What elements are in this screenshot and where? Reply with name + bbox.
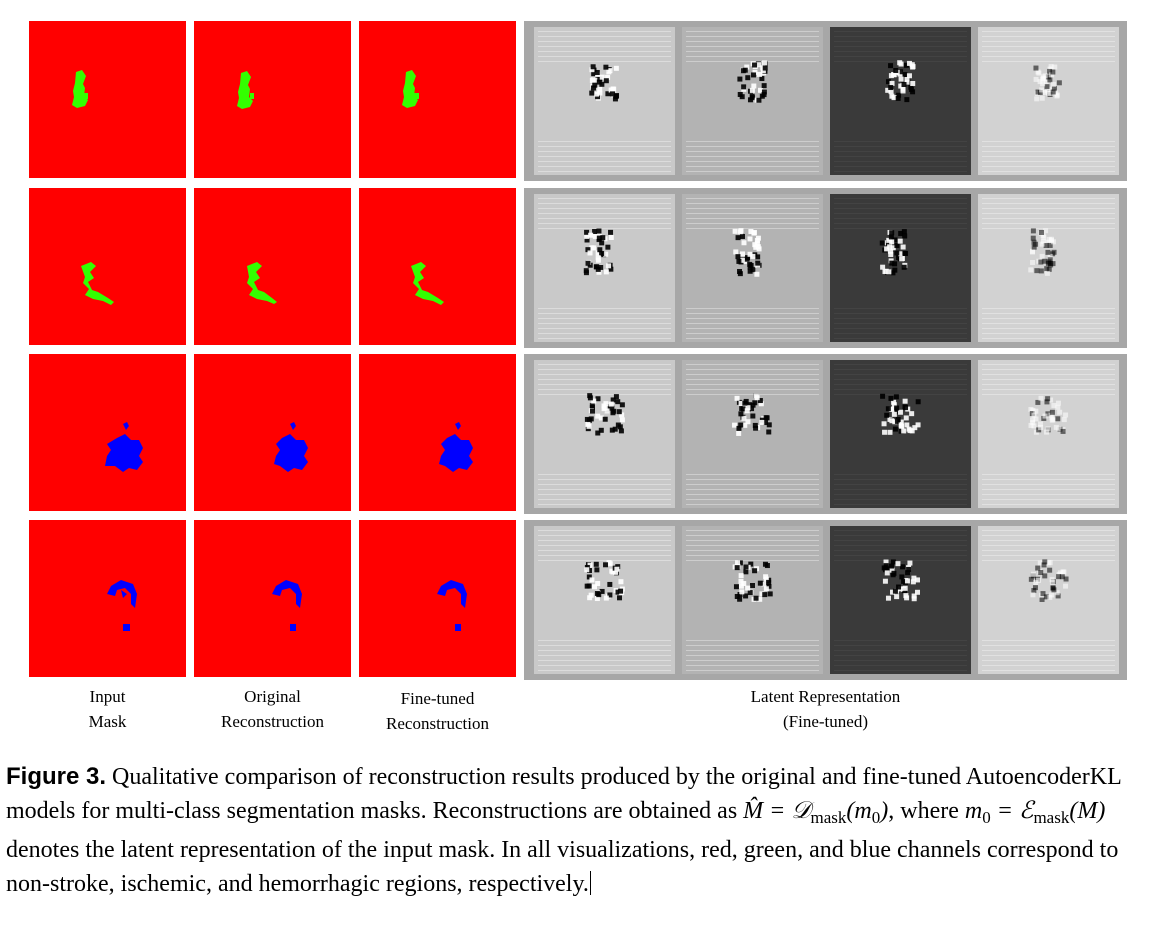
caption-text: , where bbox=[888, 797, 965, 824]
finetuned-reconstruction-image bbox=[359, 21, 516, 178]
label-line-1: Input bbox=[89, 687, 126, 706]
text-cursor bbox=[589, 870, 591, 895]
finetuned-reconstruction-image bbox=[359, 520, 516, 677]
math-encoder: = ℰ bbox=[990, 797, 1034, 824]
finetuned-reconstruction-image bbox=[359, 188, 516, 345]
latent-channel-4 bbox=[978, 360, 1119, 508]
finetuned-reconstruction-image bbox=[359, 354, 516, 511]
figure-caption: Figure 3. Qualitative comparison of reco… bbox=[6, 760, 1146, 901]
original-reconstruction-image bbox=[194, 188, 351, 345]
latent-channel-3 bbox=[830, 360, 971, 508]
latent-channel-4 bbox=[978, 27, 1119, 175]
figure-grid bbox=[0, 21, 1155, 680]
label-line-2: (Fine-tuned) bbox=[783, 712, 868, 731]
caption-text: Qualitative comparison of reconstruction… bbox=[6, 764, 1121, 824]
figure-label: Figure 3. bbox=[6, 763, 107, 790]
latent-channel-2 bbox=[682, 360, 823, 508]
original-reconstruction-image bbox=[194, 21, 351, 178]
caption-math: M̂ = 𝒟mask(m0) bbox=[743, 797, 889, 827]
input-mask-image bbox=[29, 21, 186, 178]
latent-panel bbox=[524, 520, 1127, 680]
label-line-1: Latent Representation bbox=[750, 687, 901, 706]
latent-channel-2 bbox=[682, 526, 823, 674]
caption-math: m0 = ℰmask(M) bbox=[964, 797, 1106, 827]
latent-channel-1 bbox=[534, 194, 675, 342]
latent-panel bbox=[524, 188, 1127, 348]
original-reconstruction-image bbox=[194, 354, 351, 511]
latent-channel-4 bbox=[978, 526, 1119, 674]
latent-channel-3 bbox=[830, 526, 971, 674]
input-mask-image bbox=[29, 354, 186, 511]
math-latent: m bbox=[964, 797, 983, 824]
math-subscript: 0 bbox=[871, 807, 881, 827]
latent-channel-1 bbox=[534, 360, 675, 508]
latent-channel-3 bbox=[830, 27, 971, 175]
math-paren: ) bbox=[880, 797, 889, 824]
latent-channel-2 bbox=[682, 27, 823, 175]
figure-row-3 bbox=[0, 354, 1155, 514]
latent-channel-3 bbox=[830, 194, 971, 342]
input-mask-label: Input Mask bbox=[29, 684, 186, 734]
latent-channel-4 bbox=[978, 194, 1119, 342]
latent-representation-label: Latent Representation (Fine-tuned) bbox=[524, 684, 1127, 734]
finetuned-reconstruction-label: Fine-tuned Reconstruction bbox=[359, 686, 516, 736]
latent-panel bbox=[524, 21, 1127, 181]
math-arg: (M) bbox=[1069, 797, 1106, 824]
figure-row-2 bbox=[0, 188, 1155, 348]
math-subscript: mask bbox=[1033, 807, 1070, 827]
figure-row-4 bbox=[0, 520, 1155, 680]
math-subscript: 0 bbox=[982, 807, 991, 827]
latent-channel-1 bbox=[534, 27, 675, 175]
input-mask-image bbox=[29, 520, 186, 677]
math-subscript: mask bbox=[810, 807, 847, 827]
label-line-1: Fine-tuned bbox=[400, 689, 475, 708]
caption-text: denotes the latent representation of the… bbox=[6, 837, 1119, 897]
original-reconstruction-label: Original Reconstruction bbox=[194, 684, 351, 734]
latent-panel bbox=[524, 354, 1127, 514]
input-mask-image bbox=[29, 188, 186, 345]
label-line-2: Reconstruction bbox=[386, 714, 489, 733]
latent-channel-2 bbox=[682, 194, 823, 342]
math-arg: (m bbox=[846, 797, 872, 824]
latent-channel-1 bbox=[534, 526, 675, 674]
label-line-2: Reconstruction bbox=[221, 712, 324, 731]
label-line-1: Original bbox=[244, 687, 301, 706]
label-line-2: Mask bbox=[88, 712, 127, 731]
original-reconstruction-image bbox=[194, 520, 351, 677]
figure-row-1 bbox=[0, 21, 1155, 181]
math-decoder: M̂ = 𝒟 bbox=[743, 797, 811, 824]
